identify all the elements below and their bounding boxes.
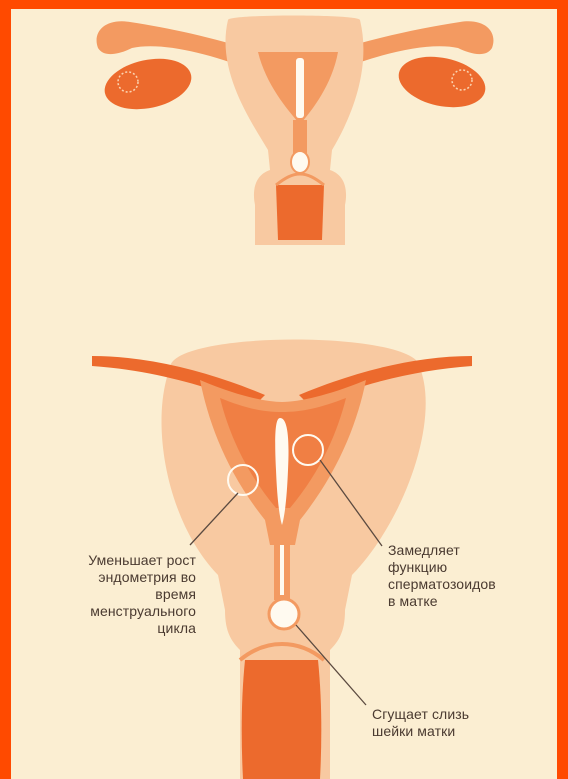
small-vagina-icon <box>276 185 324 240</box>
large-vagina-icon <box>242 660 322 779</box>
label-mucus: Сгущает слизь шейки матки <box>372 706 522 740</box>
cervix-icon <box>269 599 299 629</box>
label-endometrium: Уменьшает рост эндометрия во время менст… <box>38 552 196 637</box>
right-ovary-icon <box>394 49 490 114</box>
small-uterus-diagram <box>97 16 494 246</box>
label-sperm: Замедляет функцию сперматозоидов в матке <box>388 542 548 610</box>
left-ovary-icon <box>100 51 196 116</box>
